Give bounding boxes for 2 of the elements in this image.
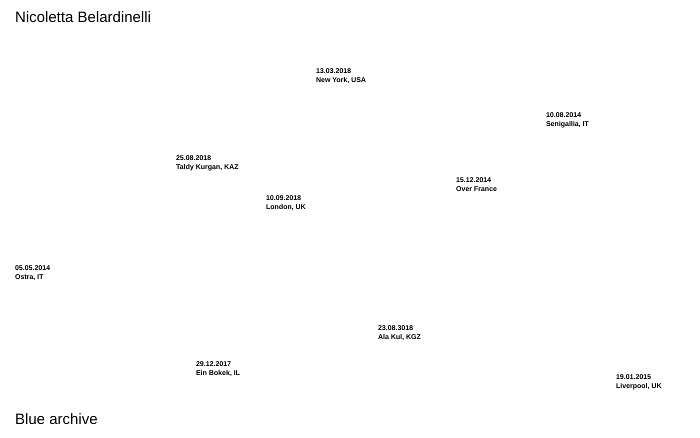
title: Nicoletta Belardinelli <box>15 9 151 26</box>
caption: Blue archive <box>15 411 98 428</box>
